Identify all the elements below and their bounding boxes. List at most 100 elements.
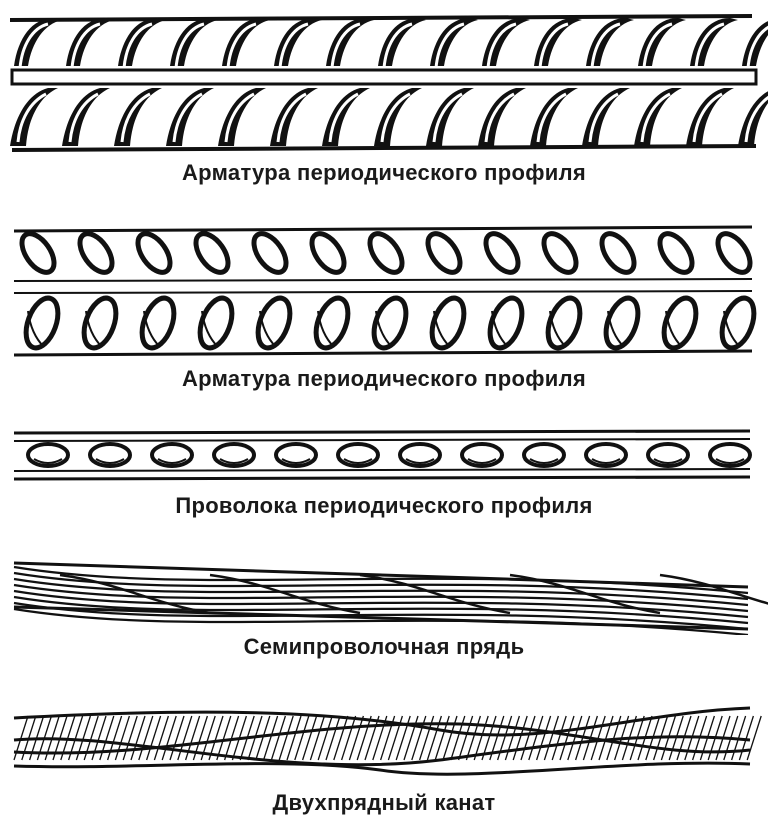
rib-highlight — [694, 22, 725, 69]
strand-wire-hatch — [91, 715, 107, 761]
strand-wire-hatch — [543, 715, 560, 761]
indentation-shading — [529, 458, 559, 464]
rib-shading — [27, 310, 45, 348]
rib-highlight — [746, 25, 768, 69]
strand-wire-hatch — [496, 715, 513, 761]
oval-rib-top — [19, 231, 57, 275]
strand-wire-hatch — [489, 715, 505, 761]
crescent-rib-top — [66, 18, 114, 66]
strand-wire-hatch — [613, 715, 630, 761]
indentation-shading — [405, 458, 435, 464]
crescent-rib-top — [638, 18, 686, 66]
oval-rib-top — [483, 231, 521, 275]
helical-wire — [359, 573, 511, 615]
strand-wire-hatch — [465, 715, 482, 761]
strand-wire-hatch — [411, 715, 427, 761]
strand-wire-hatch — [590, 715, 606, 761]
rib-highlight — [122, 22, 153, 69]
oval-rib-top — [715, 231, 753, 275]
rib-highlight — [642, 22, 673, 69]
strand-wire-hatch — [582, 715, 599, 761]
oval-rib-top — [541, 231, 579, 275]
strand-wire-hatch — [21, 715, 37, 761]
rib-highlight — [380, 92, 411, 143]
bar-bottom-outline — [11, 144, 757, 152]
rebar-oval-illustration — [0, 215, 768, 365]
rib-highlight — [226, 22, 257, 69]
strand-wire-hatch — [426, 715, 443, 761]
rib-highlight — [744, 95, 768, 143]
strand-wire-hatch — [223, 715, 240, 761]
strand-wire-hatch — [481, 715, 497, 761]
strand-wire-hatch — [730, 715, 747, 761]
caption-rebar-oval: Арматура периодического профиля — [181, 366, 587, 391]
indentation-shading — [219, 458, 249, 464]
crescent-rib-top — [170, 18, 218, 66]
caption-wire-indented: Проволока периодического профиля — [175, 493, 593, 518]
strand-wire-hatch — [333, 715, 349, 761]
wire-top-outline — [13, 429, 751, 435]
wire-indented-drawing — [13, 429, 752, 481]
strand-wire-hatch — [387, 715, 404, 761]
rib-shading — [259, 310, 277, 348]
longitudinal-rib — [10, 68, 758, 86]
caption-two-strand-rope: Двухпрядный канат — [272, 790, 496, 815]
strand-wire-hatch — [309, 715, 326, 761]
strand-wire-hatch — [216, 715, 232, 761]
rib-highlight — [328, 92, 359, 143]
rib-highlight — [538, 22, 569, 69]
strand-wire-hatch — [200, 715, 216, 761]
indentation-shading — [33, 458, 63, 464]
rib-highlight — [70, 22, 101, 69]
crescent-rib-top — [326, 18, 374, 66]
strand-wire-hatch — [364, 715, 380, 761]
crescent-rib-top — [482, 18, 530, 66]
strand-wire-hatch — [723, 715, 739, 761]
indentation-shading — [591, 458, 621, 464]
rebar-oval-drawing — [13, 225, 757, 357]
rib-highlight — [590, 22, 621, 69]
wire-line — [13, 577, 749, 607]
strand-wire-hatch — [99, 715, 115, 761]
strand-wire-hatch — [457, 715, 474, 761]
oval-rib-top — [77, 231, 115, 275]
strand-wire-hatch — [169, 715, 185, 761]
rib-highlight — [432, 92, 463, 143]
crescent-rib-top — [222, 18, 270, 66]
oval-rib-top — [251, 231, 289, 275]
oval-rib-top — [599, 231, 637, 275]
crescent-rib-bottom — [426, 88, 474, 146]
crescent-rib-bottom — [322, 88, 370, 146]
crescent-rib-bottom — [114, 88, 162, 146]
crescent-rib-bottom — [166, 88, 214, 146]
bar-bottom-outline — [13, 349, 753, 357]
rib-shading — [433, 310, 451, 348]
strand-wire-hatch — [395, 715, 411, 761]
strand-wire-hatch — [356, 715, 372, 761]
strand-wire-hatch — [317, 715, 333, 761]
strand-wire-hatch — [114, 715, 131, 761]
rib-shading — [723, 310, 741, 348]
oval-rib-top — [309, 231, 347, 275]
two-strand-rope-illustration — [0, 700, 768, 790]
strand-wire-hatch — [551, 715, 567, 761]
strand-wire-hatch — [535, 715, 552, 761]
rib-highlight — [18, 22, 49, 69]
rib-highlight — [224, 92, 255, 143]
strand-wire-hatch — [208, 715, 224, 761]
bar-top-outline — [9, 14, 753, 22]
strand-wire-hatch — [106, 715, 123, 761]
rib-highlight — [68, 92, 99, 143]
strand-wire-hatch — [75, 715, 92, 761]
longitudinal-rib-bottom — [13, 290, 753, 294]
strand-wire-hatch — [567, 715, 583, 761]
crescent-rib-bottom — [218, 88, 266, 146]
strand-wire-hatch — [372, 715, 388, 761]
rib-highlight — [434, 22, 465, 69]
strand-wire-hatch — [247, 715, 263, 761]
rib-shading — [607, 310, 625, 348]
strand-wire-hatch — [684, 715, 700, 761]
crescent-rib-bottom — [478, 88, 526, 146]
rib-shading — [549, 310, 567, 348]
strand-wire-hatch — [83, 715, 99, 761]
